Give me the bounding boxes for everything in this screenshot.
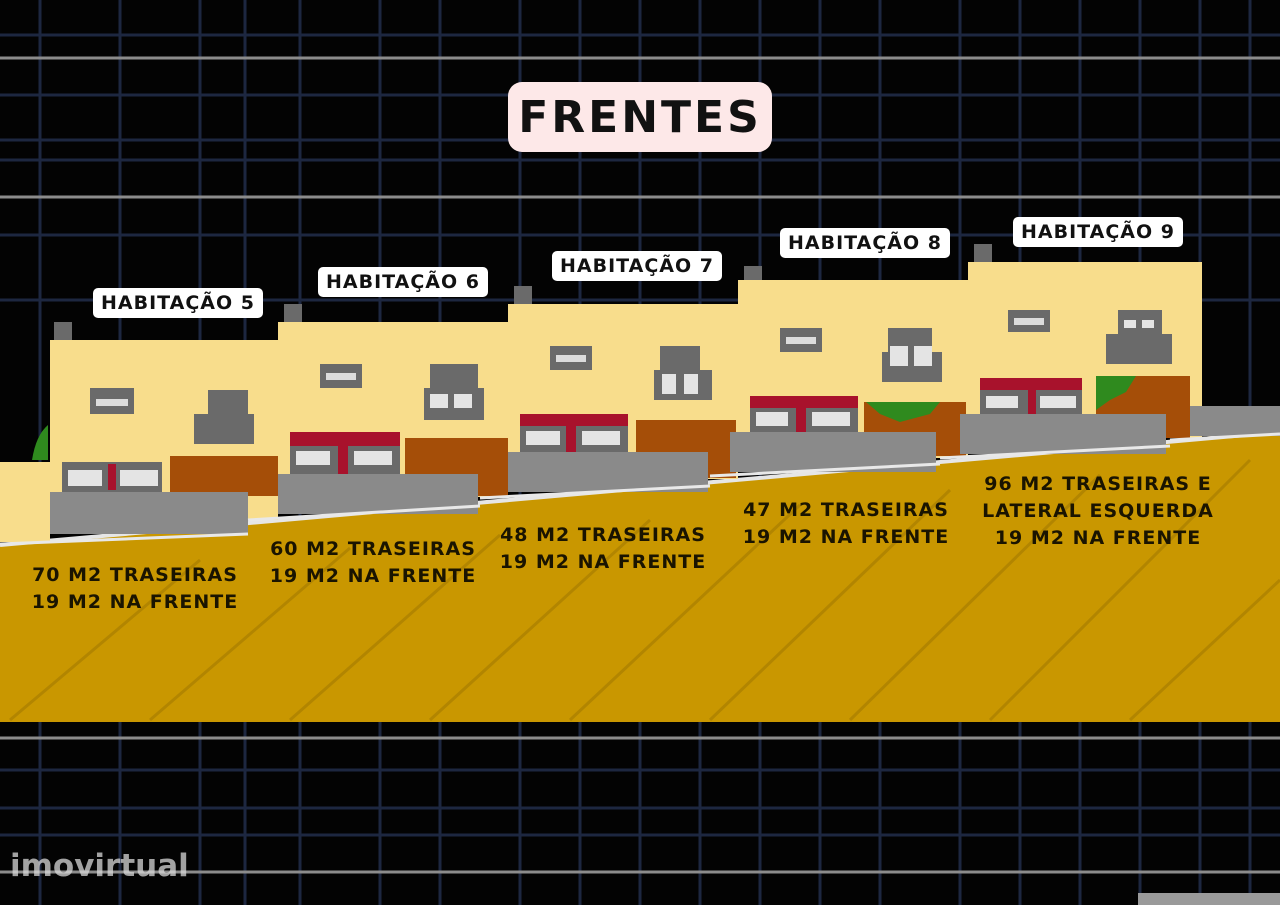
house-6-label: HABITAÇÃO 6 [318,267,488,297]
watermark-logo: imovirtual [10,848,189,884]
left-shrub [32,425,48,460]
house-8-front-area: 19 M2 NA FRENTE [742,526,950,548]
left-plot-strip [0,462,50,542]
house-5-back-area: 70 M2 TRASEIRAS [32,564,238,586]
house-5-areas: 70 M2 TRASEIRAS 19 M2 NA FRENTE [30,562,240,616]
house-6-areas: 60 M2 TRASEIRAS 19 M2 NA FRENTE [268,536,478,590]
house-8-label: HABITAÇÃO 8 [780,228,950,258]
house-9-facade [960,244,1280,454]
house-7-facade [508,286,738,492]
house-5-facade [50,322,278,534]
house-5-label: HABITAÇÃO 5 [93,288,263,318]
house-8-areas: 47 M2 TRASEIRAS 19 M2 NA FRENTE [741,497,951,551]
grid-major-lines [0,56,1280,874]
house-6-facade [278,304,508,514]
house-9-label: HABITAÇÃO 9 [1013,217,1183,247]
house-7-back-area: 48 M2 TRASEIRAS [500,524,706,546]
house-7-front-area: 19 M2 NA FRENTE [499,551,707,573]
house-7-label: HABITAÇÃO 7 [552,251,722,281]
house-8-facade [730,266,968,472]
page-title: FRENTES [508,82,772,152]
house-6-front-area: 19 M2 NA FRENTE [269,565,477,587]
house-7-areas: 48 M2 TRASEIRAS 19 M2 NA FRENTE [498,522,708,576]
house-9-back-area-line2: LATERAL ESQUERDA [982,500,1214,522]
ground-hatching [9,458,1280,722]
house-9-back-area-line1: 96 M2 TRASEIRAS E [984,473,1212,495]
ground [0,430,1280,722]
house-8-back-area: 47 M2 TRASEIRAS [743,499,949,521]
house-6-back-area: 60 M2 TRASEIRAS [270,538,476,560]
pavement-edges [0,432,1280,546]
house-9-front-area: 19 M2 NA FRENTE [994,527,1202,549]
corner-block [1138,893,1280,905]
house-9-areas: 96 M2 TRASEIRAS E LATERAL ESQUERDA 19 M2… [978,471,1218,552]
house-5-front-area: 19 M2 NA FRENTE [31,591,239,613]
